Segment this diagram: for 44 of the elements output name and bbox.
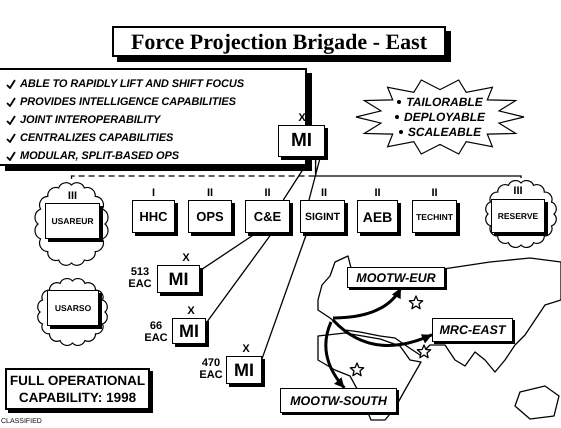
attribute-text: TAILORABLE: [406, 95, 483, 109]
echelon-mark: II: [206, 187, 214, 199]
region-label: MRC-EAST: [432, 318, 513, 342]
attribute-text: DEPLOYABLE: [404, 110, 486, 124]
unit-box: USARSO: [47, 290, 99, 326]
unit-box: AEB: [357, 200, 398, 233]
thick-arrow: [332, 287, 402, 320]
unit-box: MI: [172, 318, 206, 344]
unit-box: MI: [157, 265, 200, 293]
attribute-text: SCALEABLE: [408, 125, 482, 139]
echelon-mark: II: [373, 187, 382, 199]
echelon-mark: II: [320, 187, 328, 199]
unit-box: USAREUR: [45, 203, 100, 239]
bullet-text: JOINT INTEROPERABILITY: [20, 114, 160, 126]
bullet-text: CENTRALIZES CAPABILITIES: [20, 132, 174, 144]
unit-box: HHC: [132, 200, 175, 233]
echelon-mark: X: [297, 112, 307, 124]
bullet-text: ABLE TO RAPIDLY LIFT AND SHIFT FOCUS: [20, 78, 244, 90]
echelon-mark: X: [241, 343, 251, 355]
thick-arrow: [324, 321, 346, 389]
connector-line: [314, 157, 522, 178]
unit-box: MI: [226, 356, 262, 384]
echelon-mark: X: [181, 252, 191, 264]
unit-designation: 66 EAC: [143, 320, 169, 344]
region-label: MOOTW-EUR: [347, 267, 445, 288]
echelon-mark: II: [263, 187, 272, 199]
bullet-text: MODULAR, SPLIT-BASED OPS: [20, 150, 179, 162]
bullet-text: PROVIDES INTELLIGENCE CAPABILITIES: [20, 96, 236, 108]
thick-arrow: [332, 318, 433, 347]
echelon-mark: III: [66, 190, 78, 202]
echelon-mark: X: [186, 305, 196, 317]
unit-box: MI: [278, 125, 325, 157]
unit-designation: 470 EAC: [198, 357, 224, 381]
unit-box: TECHINT: [412, 200, 457, 233]
echelon-mark: II: [430, 187, 439, 199]
unit-box: SIGINT: [300, 200, 345, 233]
unit-box: OPS: [188, 200, 232, 233]
echelon-mark: III: [512, 185, 524, 197]
unit-box: RESERVE: [491, 199, 545, 233]
echelon-mark: I: [150, 187, 156, 199]
capability-note: FULL OPERATIONAL CAPABILITY: 1998: [5, 368, 150, 410]
region-label: MOOTW-SOUTH: [280, 388, 397, 413]
unit-designation: 513 EAC: [127, 266, 153, 290]
unit-box: C&E: [245, 200, 290, 233]
